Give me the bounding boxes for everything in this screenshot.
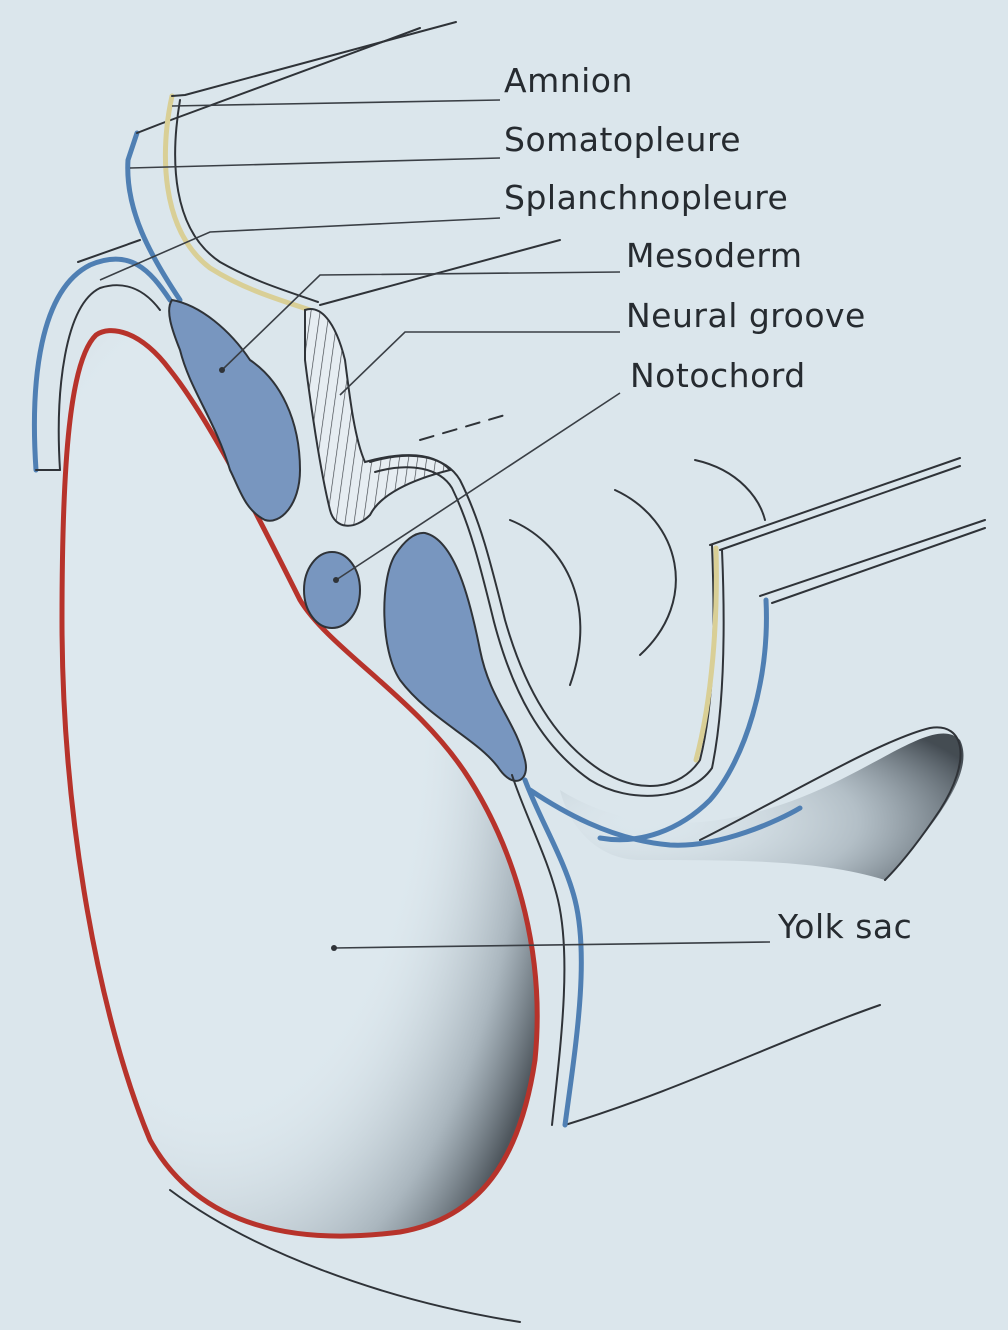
label-somatopleure: Somatopleure xyxy=(504,120,741,159)
leader-mesoderm-dot xyxy=(219,367,225,373)
label-splanchnopleure: Splanchnopleure xyxy=(504,178,788,217)
label-notochord: Notochord xyxy=(630,356,806,395)
notochord xyxy=(304,552,360,628)
label-neural-groove: Neural groove xyxy=(626,296,866,335)
leader-notochord-dot xyxy=(333,577,339,583)
label-yolk-sac: Yolk sac xyxy=(777,907,912,946)
label-amnion: Amnion xyxy=(504,61,633,100)
label-mesoderm: Mesoderm xyxy=(626,236,803,275)
leader-yolk-sac-dot xyxy=(331,945,337,951)
